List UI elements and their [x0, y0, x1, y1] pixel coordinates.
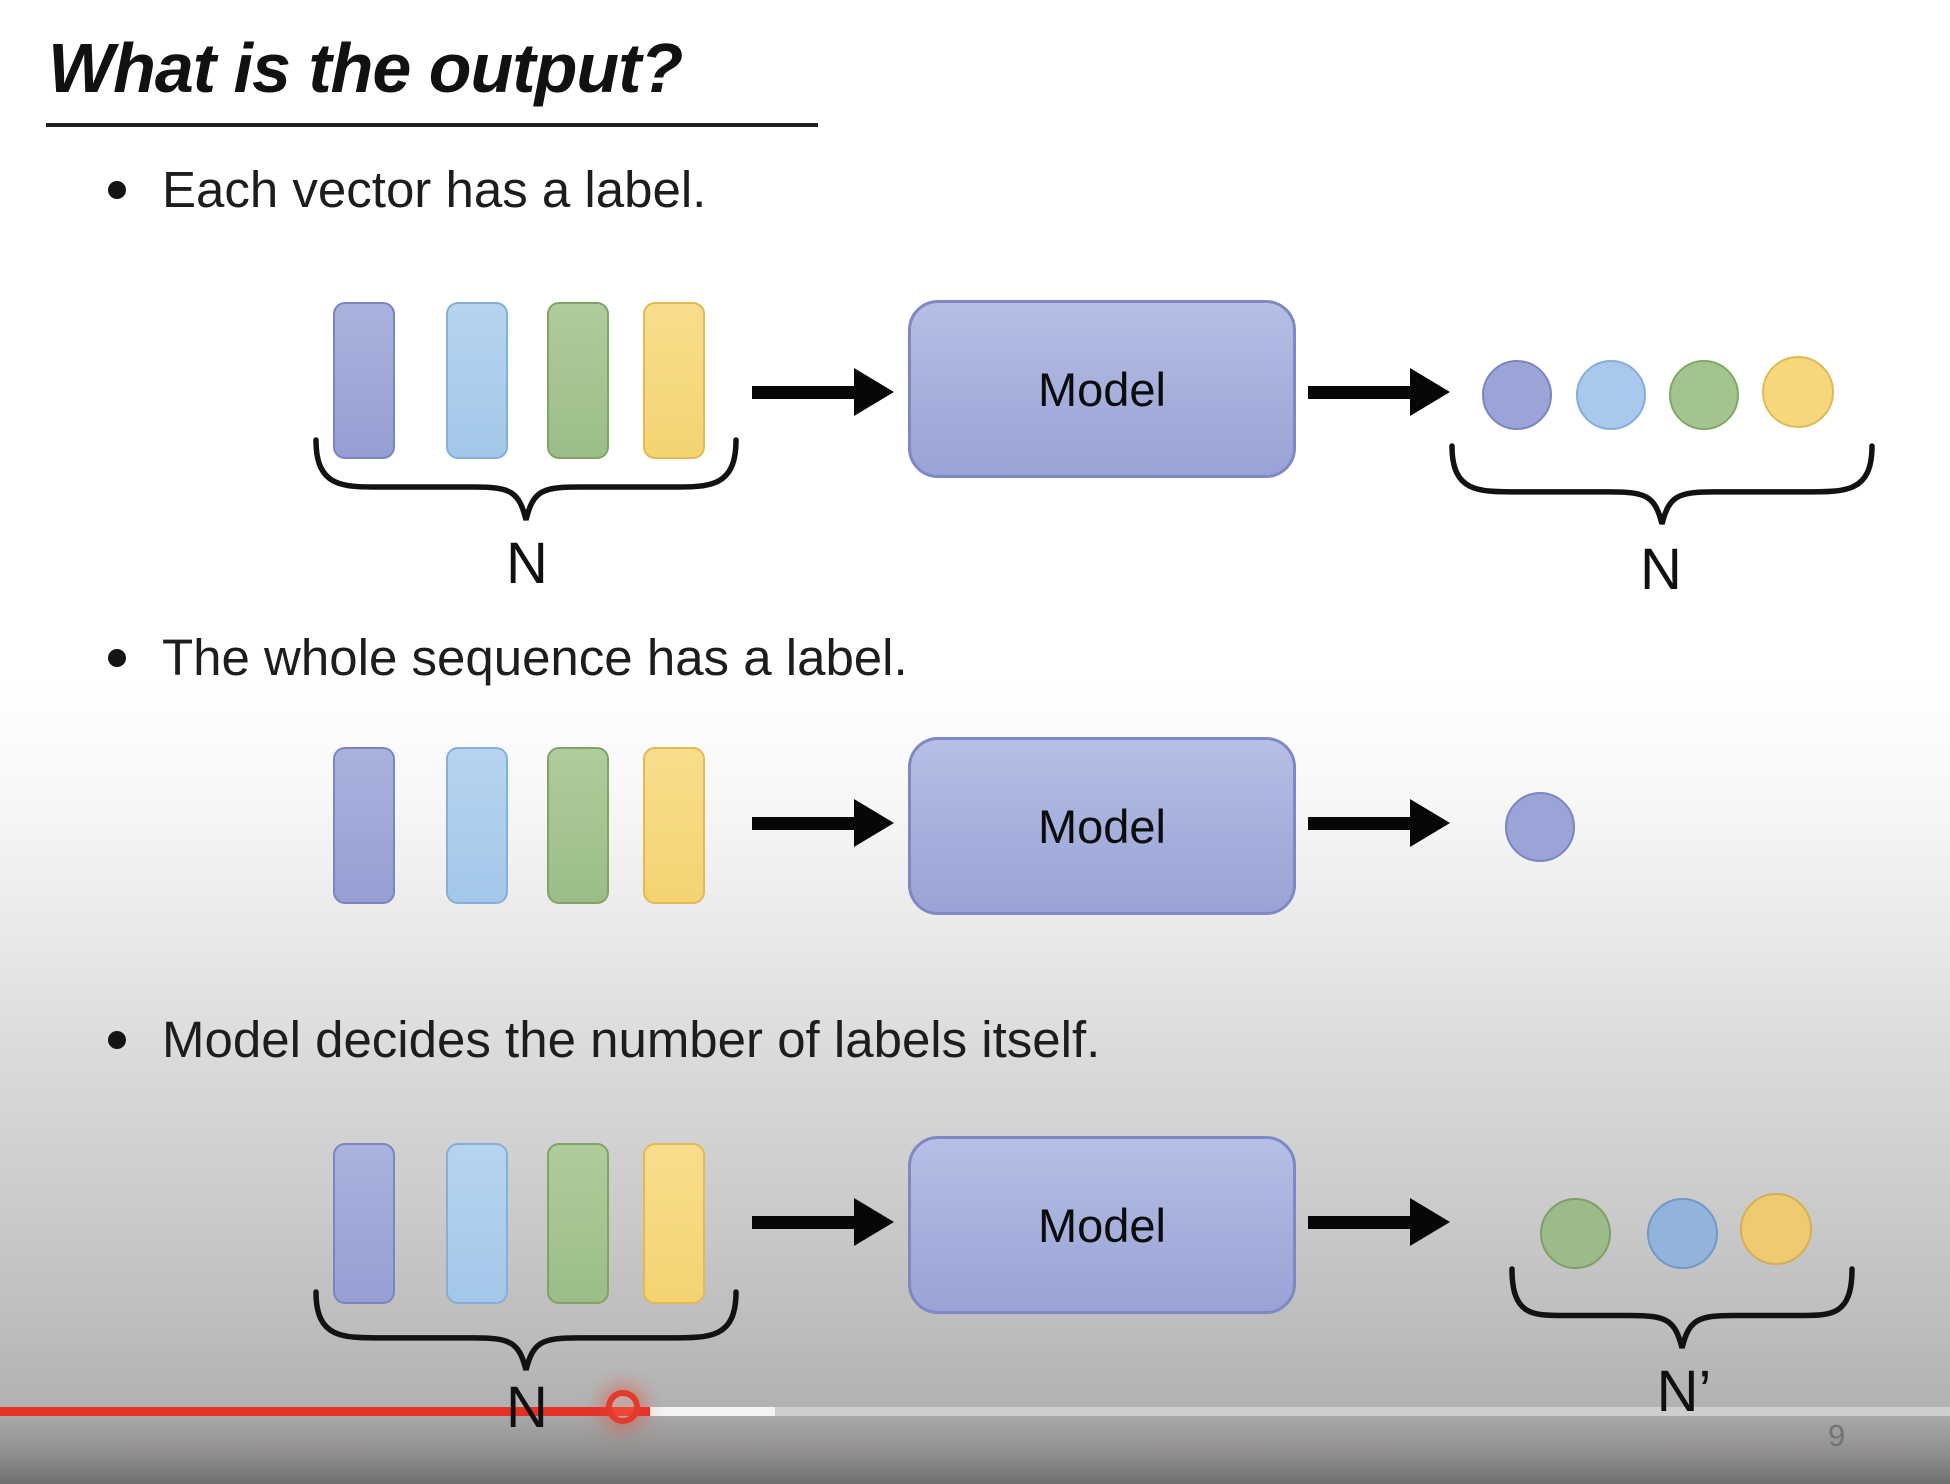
brace-under-outputs-icon: [1449, 443, 1875, 525]
bullet-item-2: The whole sequence has a label.: [108, 628, 908, 687]
bullet-dot-icon: [108, 1030, 126, 1049]
title-underline: [46, 123, 818, 127]
count-label-n-prime-outputs: N’: [1656, 1359, 1712, 1424]
brace-under-outputs-icon: [1509, 1266, 1855, 1349]
output-circle-green: [1540, 1198, 1611, 1269]
model-label: Model: [1037, 799, 1166, 853]
bullet-dot-icon: [108, 180, 126, 199]
count-label-n-outputs: N: [1640, 537, 1682, 602]
input-vector-purple: [333, 747, 395, 904]
output-circle-yellow: [1762, 356, 1834, 428]
progress-played[interactable]: [0, 1407, 650, 1416]
input-vector-yellow: [643, 1143, 705, 1304]
output-circle-purple: [1482, 360, 1552, 430]
bullet-item-1: Each vector has a label.: [108, 160, 706, 219]
bullet-text: Each vector has a label.: [162, 161, 707, 218]
brace-under-inputs-icon: [313, 1289, 739, 1371]
output-circle-purple: [1505, 792, 1575, 862]
model-box: Model: [908, 737, 1296, 915]
arrow-right-icon: [1308, 799, 1450, 847]
laser-pointer-dot: [606, 1390, 640, 1424]
output-circle-blue: [1576, 360, 1646, 430]
input-vector-yellow: [643, 302, 705, 459]
page-number: 9: [1828, 1418, 1846, 1453]
input-vector-blue: [446, 302, 508, 459]
arrow-right-icon: [1308, 1198, 1450, 1246]
input-vector-green: [547, 302, 609, 459]
input-vector-purple: [333, 1143, 395, 1304]
input-vector-blue: [446, 1143, 508, 1304]
model-label: Model: [1037, 362, 1166, 416]
arrow-right-icon: [752, 1198, 894, 1246]
page-title: What is the output?: [48, 29, 683, 107]
arrow-right-icon: [752, 368, 894, 416]
output-circle-green: [1669, 360, 1739, 430]
input-vector-purple: [333, 302, 395, 459]
progress-buffered[interactable]: [650, 1407, 775, 1416]
model-box: Model: [908, 1136, 1296, 1314]
count-label-n-inputs: N: [506, 531, 548, 596]
bottom-gradient-overlay: [0, 1416, 1950, 1484]
brace-under-inputs-icon: [313, 437, 739, 521]
model-box: Model: [908, 300, 1296, 478]
arrow-right-icon: [752, 799, 894, 847]
model-label: Model: [1037, 1198, 1166, 1252]
input-vector-green: [547, 1143, 609, 1304]
progress-remaining[interactable]: [775, 1407, 1950, 1416]
bullet-text: Model decides the number of labels itsel…: [162, 1011, 1101, 1068]
output-circle-blue: [1647, 1198, 1718, 1269]
input-vector-blue: [446, 747, 508, 904]
bullet-dot-icon: [108, 648, 126, 667]
input-vector-green: [547, 747, 609, 904]
output-circle-yellow: [1740, 1193, 1812, 1265]
count-label-n-inputs: N: [506, 1375, 548, 1440]
bullet-item-3: Model decides the number of labels itsel…: [108, 1010, 1100, 1069]
arrow-right-icon: [1308, 368, 1450, 416]
input-vector-yellow: [643, 747, 705, 904]
bullet-text: The whole sequence has a label.: [162, 629, 908, 686]
video-progress-bar[interactable]: [0, 1407, 1950, 1416]
